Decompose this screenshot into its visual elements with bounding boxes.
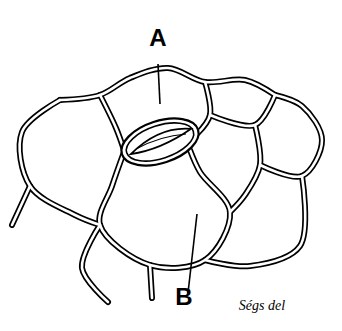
cell-wall: [210, 95, 275, 126]
cell-wall-lumen: [82, 225, 108, 302]
cell-wall-lumen: [210, 95, 275, 126]
cell-wall-lumen: [150, 265, 152, 298]
artist-signature: Ségs del: [239, 299, 285, 313]
part-label: A: [149, 26, 166, 50]
cell-wall: [150, 265, 152, 298]
leader-lines: [158, 64, 197, 293]
cell-wall: [60, 68, 275, 100]
cell-wall-lumen: [205, 176, 305, 266]
part-label: B: [175, 285, 192, 309]
cell-wall-lumen: [100, 95, 124, 150]
cell-wall: [100, 95, 124, 150]
cell-wall: [20, 100, 100, 225]
cell-wall-lumen: [20, 100, 100, 225]
cell-wall: [12, 186, 30, 225]
cell-wall-lumen: [197, 82, 210, 134]
stoma: [115, 110, 204, 175]
cell-wall: [197, 82, 210, 134]
cell-wall-lumen: [12, 186, 30, 225]
cell-wall-lumen: [230, 125, 260, 212]
cell-wall: [82, 225, 108, 302]
cell-wall-lumen: [260, 95, 322, 177]
cell-wall-lumen: [99, 150, 230, 268]
cell-wall: [99, 150, 230, 268]
cell-wall: [230, 125, 260, 212]
cell-wall-lumen: [60, 68, 275, 100]
cell-walls: [12, 68, 322, 302]
cell-wall: [205, 176, 305, 266]
